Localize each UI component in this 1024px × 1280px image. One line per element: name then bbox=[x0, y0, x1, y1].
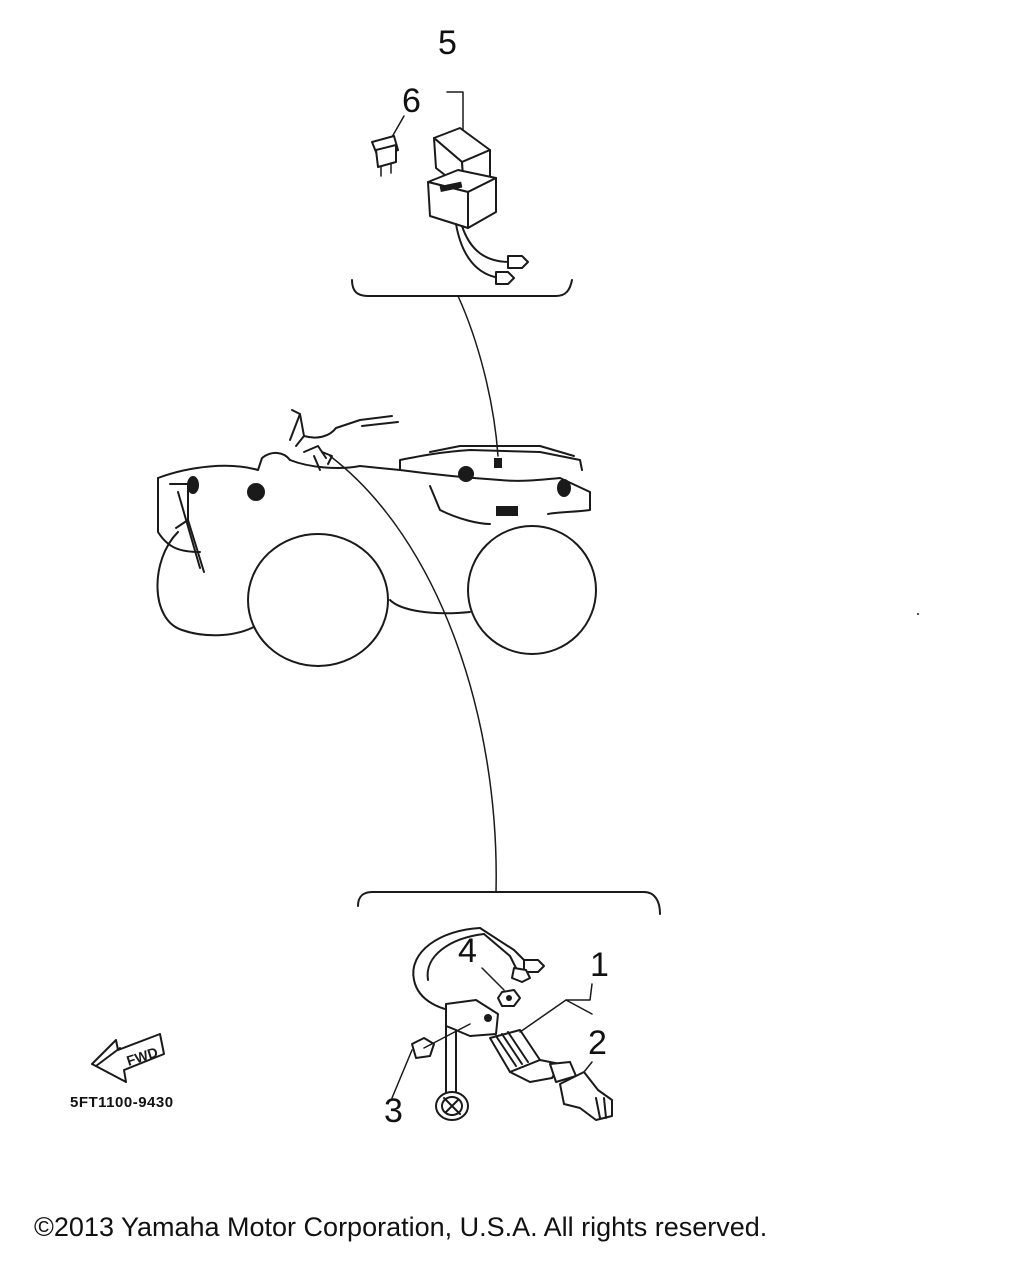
callout-3: 3 bbox=[384, 1092, 403, 1130]
leader-line-5 bbox=[446, 91, 464, 131]
switch-part-1 bbox=[489, 1029, 577, 1083]
leader-line-3 bbox=[391, 1049, 413, 1099]
relay-part-5 bbox=[427, 127, 529, 285]
copyright-notice: ©2013 Yamaha Motor Corporation, U.S.A. A… bbox=[34, 1212, 768, 1242]
pointer-line-bottom bbox=[329, 455, 497, 893]
atv-outline bbox=[156, 409, 597, 667]
callout-4: 4 bbox=[458, 932, 477, 970]
front-right-wheel bbox=[247, 533, 389, 667]
bracket-bottom bbox=[357, 891, 661, 915]
leader-line-4 bbox=[481, 967, 505, 991]
screw-part-3 bbox=[411, 1023, 471, 1059]
bracket-top bbox=[351, 279, 573, 297]
callout-5: 5 bbox=[438, 24, 457, 62]
switch-assembly-group bbox=[357, 891, 661, 1121]
cap-part-2 bbox=[559, 1071, 613, 1121]
pointer-line-top bbox=[457, 295, 499, 457]
rear-right-wheel bbox=[467, 525, 597, 655]
diagram-part-code: 5FT1100-9430 bbox=[70, 1094, 174, 1111]
callout-6: 6 bbox=[402, 82, 421, 120]
callout-2: 2 bbox=[588, 1024, 607, 1062]
leader-line-1 bbox=[519, 983, 593, 1033]
arrow-tip bbox=[321, 451, 333, 465]
nut-part-4 bbox=[497, 989, 521, 1007]
fwd-arrow-icon: FWD bbox=[91, 1033, 165, 1083]
fuse-part-6 bbox=[371, 135, 399, 177]
leader-line-2 bbox=[583, 1061, 593, 1073]
front-left-wheel bbox=[156, 531, 263, 637]
callout-1: 1 bbox=[590, 946, 609, 984]
knob-part bbox=[435, 1091, 469, 1121]
relay-assembly-group bbox=[351, 91, 573, 457]
